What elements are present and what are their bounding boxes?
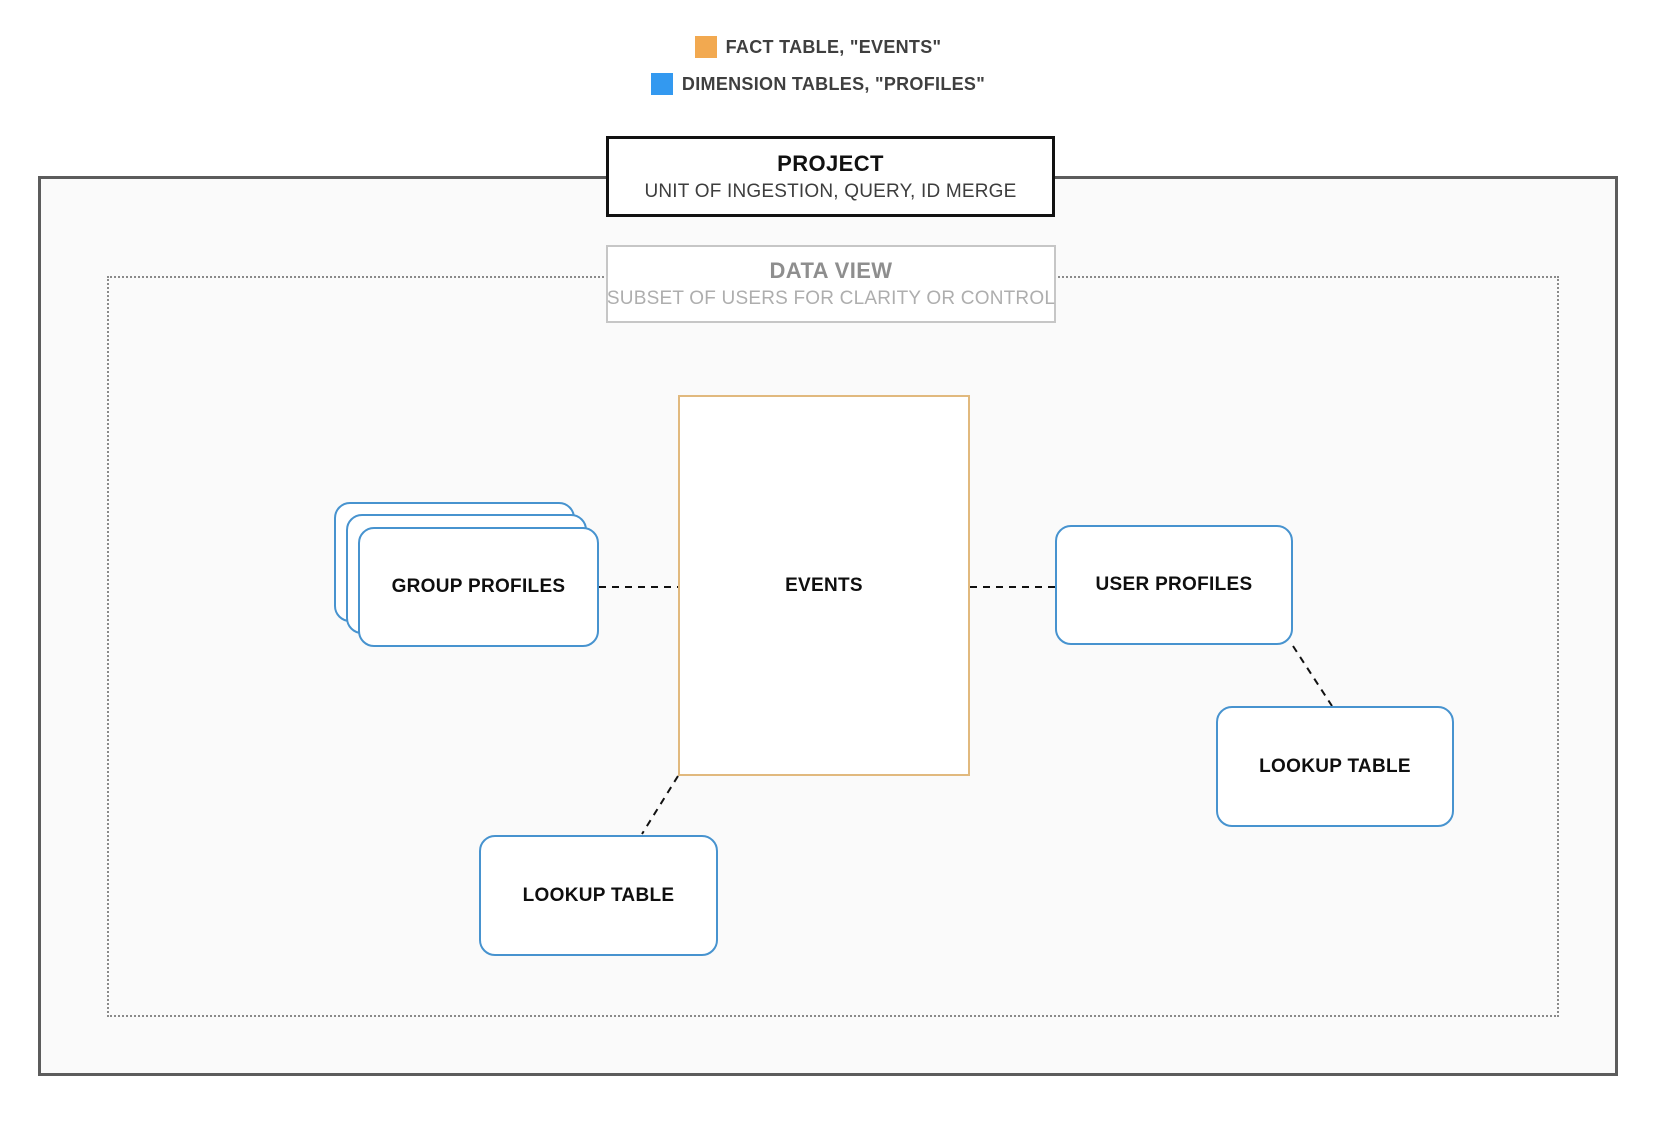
lookup-table-bottom-label: LOOKUP TABLE bbox=[522, 884, 675, 906]
user-profiles-node: USER PROFILES bbox=[1055, 525, 1293, 645]
dimension-table-swatch-icon bbox=[650, 73, 673, 95]
user-profiles-label: USER PROFILES bbox=[1095, 574, 1253, 595]
legend: FACT TABLE, "EVENTS" DIMENSION TABLES, "… bbox=[0, 36, 1636, 95]
project-header-box: PROJECT UNIT OF INGESTION, QUERY, ID MER… bbox=[606, 136, 1055, 217]
legend-item-dimension-tables: DIMENSION TABLES, "PROFILES" bbox=[650, 73, 986, 95]
lookup-table-bottom-node: LOOKUP TABLE bbox=[479, 835, 718, 956]
events-node: EVENTS bbox=[678, 395, 970, 776]
legend-label-fact-table: FACT TABLE, "EVENTS" bbox=[725, 36, 942, 57]
lookup-table-right-node: LOOKUP TABLE bbox=[1216, 706, 1454, 827]
group-profiles-label: GROUP PROFILES bbox=[391, 576, 566, 597]
data-view-title: DATA VIEW bbox=[769, 258, 893, 283]
lookup-table-right-label: LOOKUP TABLE bbox=[1259, 755, 1411, 777]
legend-label-dimension-tables: DIMENSION TABLES, "PROFILES" bbox=[681, 73, 986, 94]
data-view-header-box: DATA VIEW SUBSET OF USERS FOR CLARITY OR… bbox=[606, 245, 1056, 323]
project-title: PROJECT bbox=[777, 150, 884, 176]
data-view-subtitle: SUBSET OF USERS FOR CLARITY OR CONTROL bbox=[606, 288, 1056, 309]
events-label: EVENTS bbox=[785, 574, 863, 596]
group-profiles-node: GROUP PROFILES bbox=[358, 527, 599, 647]
fact-table-swatch-icon bbox=[694, 36, 717, 58]
legend-item-fact-table: FACT TABLE, "EVENTS" bbox=[694, 36, 942, 58]
project-subtitle: UNIT OF INGESTION, QUERY, ID MERGE bbox=[644, 180, 1017, 202]
